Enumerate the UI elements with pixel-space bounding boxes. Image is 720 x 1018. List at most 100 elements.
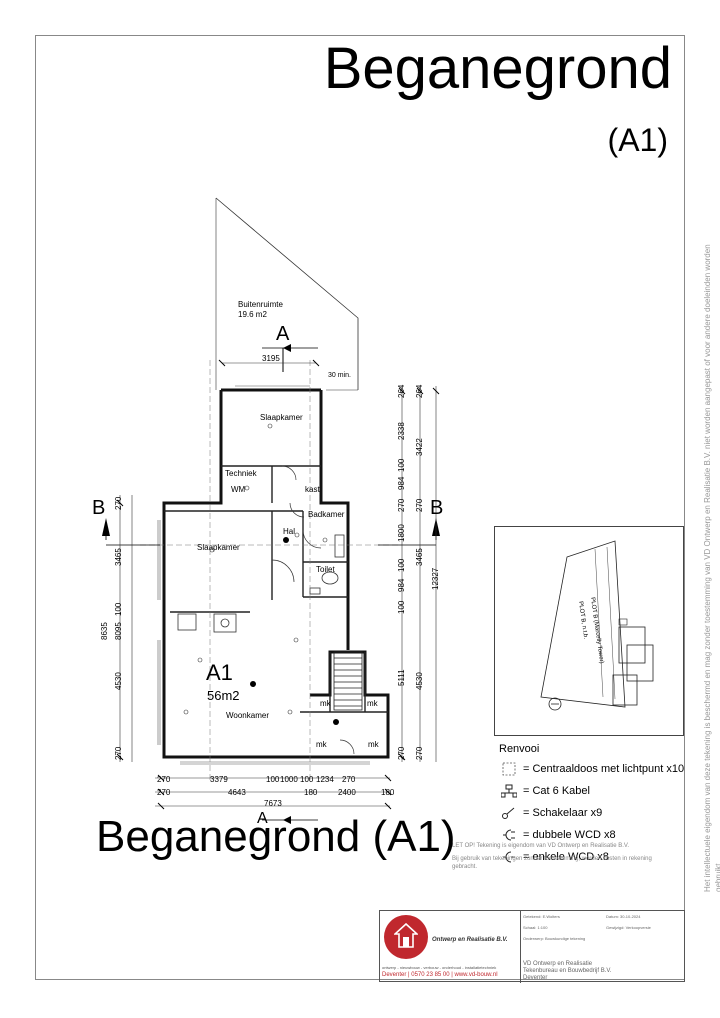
company-type: Tekenbureau en Bouwbedrijf B.V. [523, 967, 612, 974]
dimension-bottom: 270 [342, 775, 356, 784]
closet-label: kast [305, 485, 320, 494]
date-cell: Datum: 30-10-2024 [606, 914, 641, 919]
dimension-right-inner: 2338 [397, 422, 406, 440]
dimension-right-outer: 3422 [415, 438, 424, 456]
dimension-left-outer: 8635 [100, 622, 109, 640]
drawing-sheet-border [35, 35, 685, 980]
bathroom-label: Badkamer [308, 510, 345, 519]
dimension-bottom: 2400 [338, 788, 356, 797]
company-logo: Ontwerp en Realisatie B.V. ontwerp - nie… [380, 911, 521, 983]
dimension-right-inner: 984 [397, 578, 406, 592]
note-ownership: LET OP! Tekening is eigendom van VD Ontw… [452, 843, 629, 849]
dimension-bottom-total: 7673 [264, 799, 282, 808]
dimension-right-inner: 100 [397, 458, 406, 472]
washer-label: WM [231, 485, 246, 494]
dimension-right-inner: 1800 [397, 524, 406, 542]
company-address: VD Ontwerp en Realisatie Tekenbureau en … [523, 961, 612, 982]
dimension-bottom: 1000 [280, 775, 298, 784]
meter-cupboard-label: mk [368, 740, 379, 749]
dimension-left-inner: 100 [114, 602, 123, 616]
legend-item-label: = enkele WCD x8 [523, 851, 609, 863]
meter-cupboard-label: mk [316, 740, 327, 749]
section-mark-a-top: A [276, 323, 290, 345]
dimension-bottom: 1234 [316, 775, 334, 784]
dimension-left-inner: 4530 [114, 672, 123, 690]
single-socket-icon [499, 850, 519, 864]
meter-cupboard-label: mk [367, 699, 378, 708]
dimension-bottom: 4643 [228, 788, 246, 797]
network-cable-icon [499, 784, 519, 798]
dimension-bottom: 270 [157, 775, 171, 784]
dimension-left-inner: 270 [114, 746, 123, 760]
title-block: Ontwerp en Realisatie B.V. ontwerp - nie… [379, 910, 685, 983]
legend-item-label: = Schakelaar x9 [523, 807, 603, 819]
note-usage: Bij gebruik van tekeningen zonder toeste… [452, 856, 652, 871]
legend: Renvooi = Centraaldoos met lichtpunt x10… [499, 743, 684, 868]
toilet-label: Toilet [316, 565, 335, 574]
dimension-bottom: 270 [157, 788, 171, 797]
dimension-bottom: 180 [304, 788, 318, 797]
logo-text: Ontwerp en Realisatie B.V. [432, 937, 508, 943]
dimension-right-inner: 984 [397, 476, 406, 490]
scale-cell: Schaal: 1:100 [523, 925, 548, 930]
dimension-right-outer: 270 [415, 498, 424, 512]
page-title: Beganegrond [323, 36, 672, 101]
services-line: ontwerp - nieuwbouw - verbouw - onderhou… [382, 965, 497, 970]
dimension-bottom: 3379 [210, 775, 228, 784]
ownership-notes: LET OP! Tekening is eigendom van VD Ontw… [452, 842, 672, 876]
legend-title: Renvooi [499, 743, 540, 755]
dimension-left-inner: 270 [114, 496, 123, 510]
dimension-right-inner: 100 [397, 558, 406, 572]
junction-box-icon [499, 762, 519, 776]
legend-item: = Centraaldoos met lichtpunt x10 [499, 758, 684, 780]
company-city: Deventer [523, 974, 548, 981]
technical-room-label: Techniek [225, 469, 257, 478]
dimension-right-total: 12327 [431, 567, 440, 590]
section-mark-b-right: B [430, 497, 444, 519]
site-key-map: PLOT B (Marcelly Tower) PLOT B, n.t.b. [494, 526, 684, 736]
contact-line: Deventer | 0570 23 85 00 | www.vd-bouw.n… [382, 972, 498, 978]
unit-name: A1 [206, 660, 233, 685]
page-subtitle: (A1) [607, 122, 668, 158]
legend-item: = Schakelaar x9 [499, 802, 684, 824]
section-mark-a-bottom: A [257, 810, 268, 827]
subject-cell: Onderwerp: Bouwkundige tekening [523, 936, 586, 941]
dimension-min-note: 30 min. [328, 372, 351, 379]
bedroom-top-label: Slaapkamer [260, 413, 303, 422]
dimension-right-inner: 5111 [397, 669, 406, 686]
company-name: VD Ontwerp en Realisatie [523, 961, 593, 967]
unit-area: 56m2 [207, 688, 240, 703]
section-mark-b-left: B [92, 497, 106, 519]
dimension-right-outer: 270 [415, 746, 424, 760]
legend-item: = enkele WCD x8 [499, 846, 684, 868]
house-icon [394, 923, 418, 948]
hall-label: Hal [283, 527, 296, 536]
meter-cupboard-label: mk [320, 699, 331, 708]
drawn-by-cell: Getekend: E.Wolters [523, 914, 560, 919]
outdoor-space-label: Buitenruimte [238, 300, 283, 309]
footer-title: Beganegrond (A1) [96, 812, 456, 861]
double-socket-icon [499, 828, 519, 842]
dimension-right-outer: 264 [415, 384, 424, 398]
dimension-bottom: 180 [381, 788, 395, 797]
dimension-left-outer: 8095 [114, 622, 123, 640]
dimension-top-width: 3195 [262, 354, 280, 363]
bedroom-left-label: Slaapkamer [197, 543, 240, 552]
legend-item-label: = dubbele WCD x8 [523, 829, 616, 841]
dimension-bottom: 100 [300, 775, 314, 784]
dimension-right-inner: 264 [397, 384, 406, 398]
dimension-right-inner: 270 [397, 746, 406, 760]
revision-cell: Gewijzigd: Verkoopversie [606, 925, 651, 930]
dimension-right-inner: 100 [397, 600, 406, 614]
legend-item-label: = Centraaldoos met lichtpunt x10 [523, 763, 685, 775]
legend-item: = Cat 6 Kabel [499, 780, 684, 802]
side-copyright-notice: Het intellectuele eigendom van deze teke… [703, 244, 720, 892]
living-room-label: Woonkamer [226, 711, 269, 720]
dimension-left-inner: 3465 [114, 548, 123, 566]
outdoor-space-area: 19.6 m2 [238, 310, 267, 319]
legend-item-label: = Cat 6 Kabel [523, 785, 590, 797]
dimension-right-outer: 3465 [415, 548, 424, 566]
legend-item: = dubbele WCD x8 [499, 824, 684, 846]
dimension-right-outer: 4530 [415, 672, 424, 690]
